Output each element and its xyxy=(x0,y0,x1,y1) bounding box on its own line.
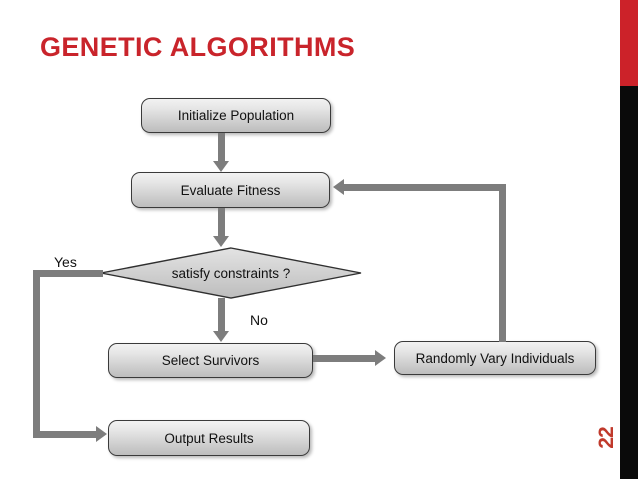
arrowhead-down-to-select xyxy=(213,331,229,342)
node-initialize-population[interactable]: Initialize Population xyxy=(141,98,331,133)
arrowhead-right-to-randomly xyxy=(375,350,386,366)
arrowhead-down-to-evaluate xyxy=(213,161,229,172)
branch-label-no: No xyxy=(250,312,268,328)
node-label: Select Survivors xyxy=(161,353,260,368)
connector-yes-down xyxy=(33,270,40,438)
node-randomly-vary-individuals[interactable]: Randomly Vary Individuals xyxy=(394,341,596,375)
branch-label-yes: Yes xyxy=(54,254,77,270)
node-evaluate-fitness[interactable]: Evaluate Fitness xyxy=(131,172,330,208)
node-select-survivors[interactable]: Select Survivors xyxy=(108,343,313,378)
node-label: Output Results xyxy=(164,430,254,446)
node-output-results[interactable]: Output Results xyxy=(108,420,310,456)
node-satisfy-constraints[interactable]: satisfy constraints ? xyxy=(100,247,362,299)
node-label: Initialize Population xyxy=(177,108,295,123)
connector-yes-to-output xyxy=(33,431,98,438)
accent-strip-black xyxy=(620,86,638,479)
arrowhead-left-to-evaluate xyxy=(333,179,344,195)
page-number: 22 xyxy=(595,427,618,449)
diamond-shape xyxy=(100,247,362,299)
node-label: Evaluate Fitness xyxy=(180,182,281,198)
connector-randomly-up xyxy=(499,184,506,342)
connector-decision-no-to-select xyxy=(218,298,225,333)
arrowhead-right-to-output xyxy=(96,426,107,442)
connector-select-to-randomly xyxy=(313,355,377,362)
node-label: Randomly Vary Individuals xyxy=(415,350,575,366)
connector-decision-yes-left xyxy=(33,270,103,277)
accent-strip-red xyxy=(620,0,638,86)
connector-evaluate-to-decision xyxy=(218,208,225,238)
connector-randomly-to-evaluate xyxy=(344,184,506,191)
arrowhead-down-to-decision xyxy=(213,236,229,247)
connector-initialize-to-evaluate xyxy=(218,133,225,163)
page-title: GENETIC ALGORITHMS xyxy=(40,32,356,62)
